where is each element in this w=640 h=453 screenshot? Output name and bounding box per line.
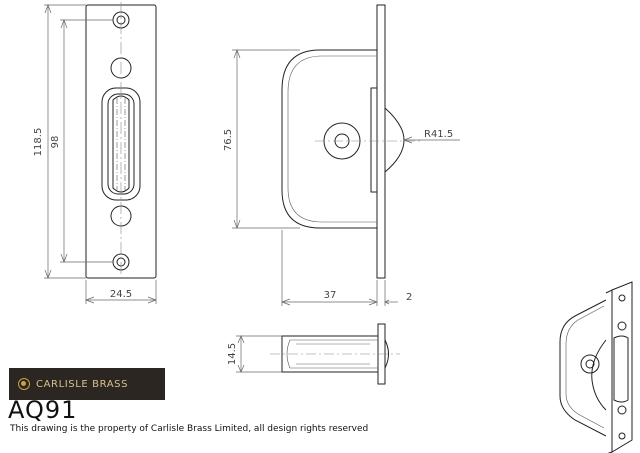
pulley-isometric-icon [559, 281, 633, 453]
side-face-plate [376, 4, 386, 279]
carlisle-brass-logo-icon [18, 378, 30, 390]
side-view-dimensions [232, 49, 460, 306]
wheel-thickness-dim: 14.5 [227, 343, 238, 365]
bottom-view-dimensions [236, 335, 282, 373]
overall-height-dim: 118.5 [33, 128, 44, 157]
isometric-body [559, 299, 607, 437]
plate-thickness-dim: 2 [406, 292, 412, 303]
body-depth-dim: 37 [324, 290, 337, 301]
slot-height-dim: 98 [50, 136, 61, 149]
plate-width-dim: 24.5 [110, 289, 132, 300]
side-body [281, 49, 377, 229]
body-height-dim: 76.5 [223, 129, 234, 151]
copyright-notice: This drawing is the property of Carlisle… [10, 424, 369, 434]
wheel-arc [384, 107, 405, 173]
product-code: AQ91 [8, 396, 78, 424]
carlisle-brass-logo: CARLISLE BRASS [9, 368, 165, 400]
side-view [281, 4, 405, 279]
front-view-dimensions [44, 4, 157, 304]
brand-name: CARLISLE BRASS [36, 378, 129, 390]
bottom-body [281, 335, 378, 373]
wheel-radius-dim: R41.5 [424, 129, 453, 140]
